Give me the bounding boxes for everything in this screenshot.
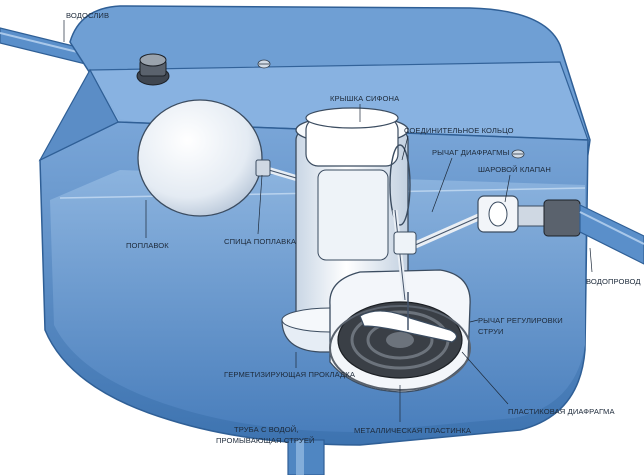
label-flow-lever-1: РЫЧАГ РЕГУЛИРОВКИ [478, 316, 563, 325]
flush-pipe [287, 439, 325, 475]
label-diaphragm-lever: РЫЧАГ ДИАФРАГМЫ [432, 148, 510, 157]
label-plastic-diaphragm: ПЛАСТИКОВАЯ ДИАФРАГМА [508, 407, 615, 416]
water-supply-pipe [543, 199, 644, 265]
lid-nut [136, 53, 170, 86]
screw-heads [257, 59, 525, 159]
label-siphon-cap: КРЫШКА СИФОНА [330, 94, 400, 103]
label-flush-pipe-2: ПРОМЫВАЮЩАЯ СТРУЕЙ [216, 436, 315, 445]
label-flush-pipe-1: ТРУБА С ВОДОЙ, [234, 425, 299, 434]
label-seal-gasket: ГЕРМЕТИЗИРУЮЩАЯ ПРОКЛАДКА [224, 370, 356, 379]
ball-valve [477, 195, 549, 233]
label-metal-plate: МЕТАЛЛИЧЕСКАЯ ПЛАСТИНКА [354, 426, 472, 435]
label-connecting-ring: СОЕДИНИТЕЛЬНОЕ КОЛЬЦО [404, 126, 514, 135]
label-float: ПОПЛАВОК [126, 241, 169, 250]
label-float-arm: СПИЦА ПОПЛАВКА [224, 237, 297, 246]
leader-lines [63, 20, 593, 422]
label-drain: ВОДОСЛИВ [66, 11, 109, 20]
label-flow-lever-2: СТРУИ [478, 327, 504, 336]
label-water-supply: ВОДОПРОВОД [586, 277, 641, 286]
label-ball-valve: ШАРОВОЙ КЛАПАН [478, 165, 551, 174]
